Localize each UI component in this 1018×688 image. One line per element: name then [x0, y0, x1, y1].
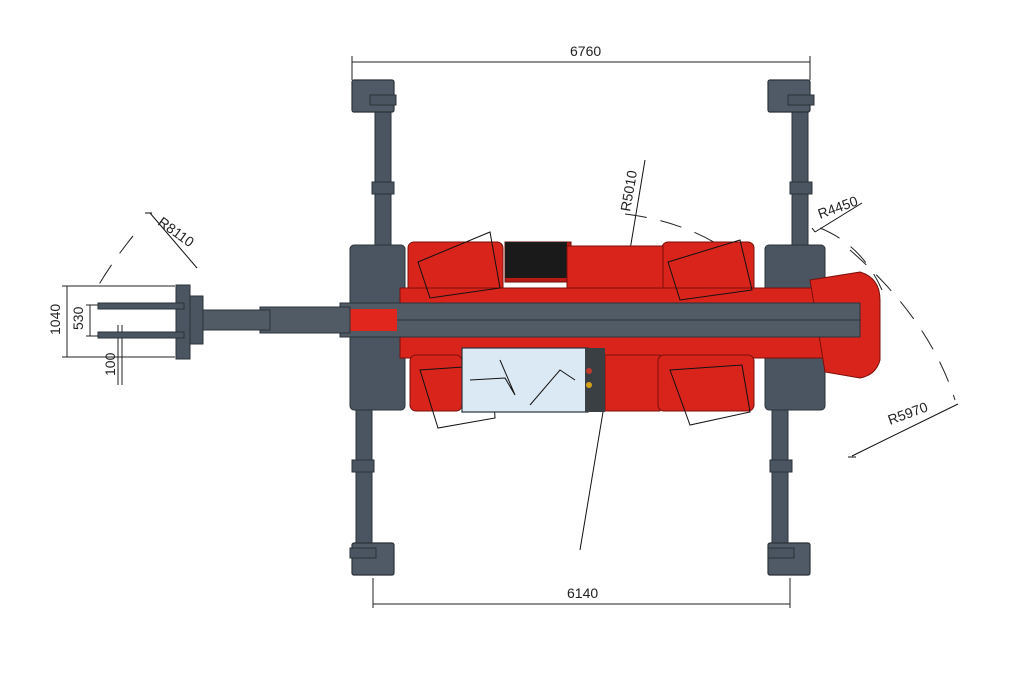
- dimension-label-fork-outer: 1040: [47, 304, 63, 335]
- fork-carriage: [97, 284, 191, 360]
- telescopic-boom: [184, 295, 861, 345]
- outrigger-front-right: [767, 79, 815, 263]
- radius-label-boom-head: R8110: [155, 213, 197, 250]
- radius-label-rear-outer: R5970: [886, 399, 930, 428]
- dimension-label-fork-tine: 100: [102, 352, 118, 376]
- outrigger-rear-left: [349, 389, 395, 576]
- dimension-label-fork-inner: 530: [70, 306, 86, 330]
- radius-label-front-center: R5010: [617, 169, 640, 213]
- radius-boom-head: R8110: [97, 212, 198, 287]
- dimension-label-top-span: 6760: [570, 43, 601, 59]
- dimension-bottom-span: 6140: [372, 578, 791, 608]
- outrigger-rear-right: [767, 389, 811, 576]
- outrigger-front-left: [351, 79, 397, 263]
- dimension-top-span: 6760: [351, 43, 811, 80]
- operator-cab: [461, 347, 605, 413]
- dimension-label-bottom-span: 6140: [567, 585, 598, 601]
